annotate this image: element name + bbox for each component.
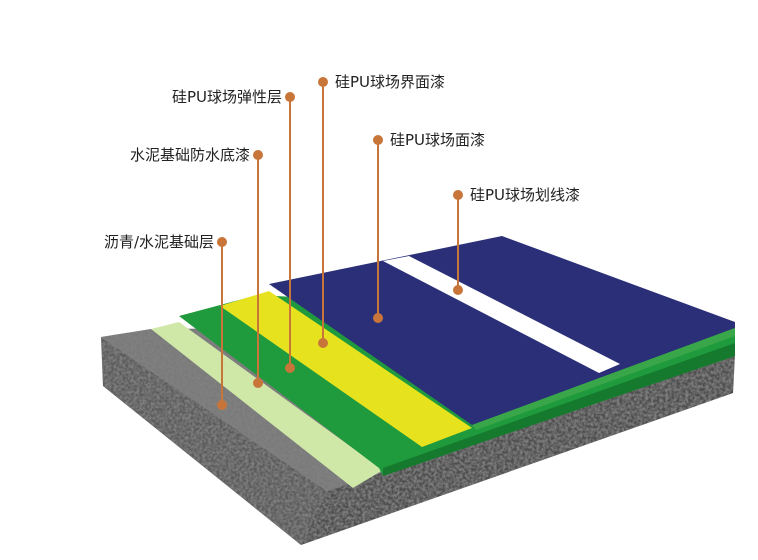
dot bbox=[318, 77, 328, 87]
dot bbox=[453, 190, 463, 200]
label-base-layer: 沥青/水泥基础层 bbox=[103, 233, 214, 251]
dot bbox=[285, 363, 295, 373]
base-slab-right-face bbox=[301, 354, 735, 545]
dot bbox=[453, 285, 463, 295]
elastic-layer-edge bbox=[383, 343, 735, 476]
line-paint-stripe bbox=[383, 256, 620, 373]
label-waterproof-primer: 水泥基础防水底漆 bbox=[129, 146, 250, 164]
dot bbox=[318, 338, 328, 348]
leader-dots bbox=[217, 77, 463, 410]
dot bbox=[253, 150, 263, 160]
label-elastic-layer: 硅PU球场弹性层 bbox=[171, 88, 282, 106]
top-coat-edge bbox=[472, 328, 735, 430]
primer-layer bbox=[151, 322, 383, 488]
leader-lines bbox=[221, 82, 459, 405]
dot bbox=[285, 92, 295, 102]
dot bbox=[217, 237, 227, 247]
dot bbox=[217, 400, 227, 410]
label-line-paint: 硅PU球场划线漆 bbox=[470, 186, 581, 204]
label-interface-paint: 硅PU球场界面漆 bbox=[335, 73, 446, 91]
dot bbox=[373, 313, 383, 323]
base-slab-left-face bbox=[101, 337, 327, 545]
dot bbox=[253, 378, 263, 388]
top-coat-layer bbox=[269, 236, 735, 425]
label-top-coat: 硅PU球场面漆 bbox=[390, 131, 486, 149]
dot bbox=[373, 135, 383, 145]
interface-paint-layer bbox=[220, 291, 472, 447]
